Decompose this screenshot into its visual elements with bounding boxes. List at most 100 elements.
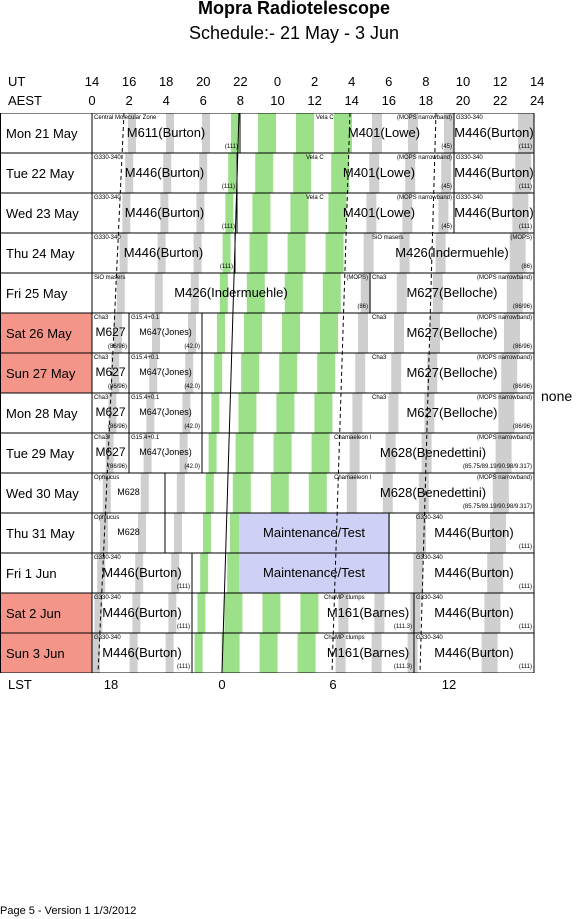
block-source: G15.4+0.1 (131, 315, 160, 321)
block-project: M628(Benedettini) (379, 445, 487, 460)
time-band (300, 593, 319, 633)
time-band (197, 593, 206, 633)
block-project: Maintenance/Test (263, 565, 365, 580)
block-source: Cha3 (372, 315, 387, 321)
block-code: (111) (176, 664, 190, 670)
time-band (518, 113, 534, 153)
block-project: M647(Jones) (139, 447, 192, 457)
block-project: M647(Jones) (139, 327, 192, 337)
block-code: (42.0) (184, 384, 200, 390)
time-band (171, 553, 180, 593)
block-project: M446(Burton) (124, 165, 205, 180)
block-project: M647(Jones) (139, 407, 192, 417)
block-note: (MOPS narrowband) (396, 115, 452, 121)
day-label: Tue 29 May (6, 446, 75, 461)
time-band (492, 473, 509, 513)
block-code: (111) (518, 184, 532, 190)
time-band (322, 273, 341, 313)
time-band (308, 473, 327, 513)
day-row (108, 393, 515, 433)
lst-tick: 0 (218, 677, 226, 692)
block-note: (MOPS narrowband) (396, 155, 452, 161)
time-band (255, 153, 274, 193)
block-code: (85.75/89.19/90.98/9.317) (462, 504, 532, 510)
aest-tick: 16 (381, 93, 397, 108)
block-project: M446(Burton) (123, 245, 204, 260)
day-row (0, 353, 518, 393)
aest-tick: 2 (125, 93, 133, 108)
aest-tick: 18 (418, 93, 434, 108)
time-band (396, 273, 407, 313)
time-band (235, 433, 254, 473)
time-band (372, 113, 382, 153)
time-band (176, 473, 185, 513)
block-source: Cha3 (372, 355, 387, 361)
day-row (0, 593, 501, 633)
time-band (501, 353, 518, 393)
day-label: Mon 28 May (6, 406, 78, 421)
time-band (481, 633, 498, 673)
time-band (416, 513, 426, 553)
ut-tick: 14 (529, 74, 545, 89)
time-band (97, 553, 106, 593)
block-code: (111.3) (393, 664, 412, 670)
time-band (331, 153, 350, 193)
block-source: Vela C (306, 155, 324, 161)
block-code: (45) (441, 184, 452, 190)
lst-dashed-line (97, 112, 125, 674)
block-project: M647(Jones) (139, 367, 192, 377)
block-project: M446(Burton) (434, 645, 514, 660)
time-band (506, 273, 523, 313)
time-band (203, 513, 211, 553)
block-project: M446(Burton) (454, 205, 534, 220)
time-band (262, 593, 281, 633)
block-note: (MOPS narrowband) (476, 435, 532, 441)
block-project: M446(Burton) (454, 165, 534, 180)
day-row (122, 193, 529, 233)
day-row (105, 433, 512, 473)
lst-label: LST (8, 677, 32, 692)
block-source: G330-340 (94, 635, 121, 641)
aest-label: AEST (8, 93, 42, 108)
time-band (435, 233, 446, 273)
block-project: M401(Lowe) (342, 205, 416, 220)
time-band (129, 633, 138, 673)
block-code: (111.3) (393, 624, 412, 630)
time-band (194, 633, 203, 673)
block-project: M161(Barnes) (326, 645, 410, 660)
time-band (410, 593, 421, 633)
time-band (122, 193, 131, 233)
block-project: Maintenance/Test (263, 525, 365, 540)
block-code: (86) (521, 264, 532, 270)
block-source: G330-340 (416, 635, 443, 641)
day-row (125, 153, 532, 193)
block-code: (86/96) (512, 344, 532, 350)
block-source: G330-340 (416, 515, 443, 521)
block-code: (111) (518, 544, 532, 550)
day-label: Mon 21 May (6, 126, 78, 141)
block-source: G330-340 (94, 595, 121, 601)
aest-tick: 6 (199, 93, 207, 108)
block-code: (111) (221, 224, 235, 230)
day-label: Wed 23 May (6, 206, 79, 221)
day-label: Fri 1 Jun (6, 566, 57, 581)
time-band (328, 193, 347, 233)
time-band (314, 393, 333, 433)
aest-tick: 4 (162, 93, 170, 108)
block-source: Ophiucus (94, 475, 120, 481)
time-band (441, 153, 452, 193)
time-band (114, 313, 122, 353)
time-band (157, 233, 166, 273)
day-label: Wed 30 May (6, 486, 79, 501)
maintenance-block (239, 553, 389, 593)
block-code: (42.0) (184, 464, 200, 470)
block-project: M611(Burton) (126, 125, 206, 140)
aest-tick: 0 (88, 93, 96, 108)
time-band (193, 233, 202, 273)
time-band (388, 393, 399, 433)
block-source: Ophiucus (94, 515, 120, 521)
block-project: M628(Benedettini) (379, 485, 487, 500)
block-note: (MOPS narrowband) (396, 195, 452, 201)
time-band (287, 233, 306, 273)
block-source: Cha3 (372, 395, 387, 401)
